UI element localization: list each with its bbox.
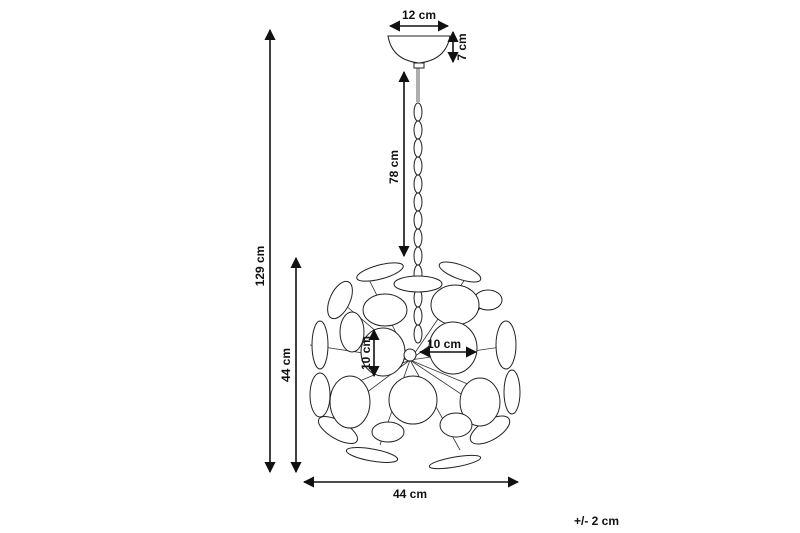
- dim-ball-height: 44 cm: [279, 256, 302, 474]
- ceiling-canopy: [387, 35, 451, 69]
- tolerance-note: +/- 2 cm: [574, 514, 620, 528]
- ball-height-label: 44 cm: [279, 348, 293, 382]
- canopy-width-label: 12 cm: [402, 8, 436, 22]
- dim-canopy-width: 12 cm: [388, 8, 450, 32]
- canopy-height-label: 7 cm: [455, 33, 469, 60]
- total-height-label: 129 cm: [253, 246, 267, 287]
- dim-ball-width: 44 cm: [302, 476, 520, 501]
- dim-total-height: 129 cm: [253, 28, 276, 474]
- disc-width-label: 10 cm: [427, 337, 461, 351]
- disc-height-label: 10 cm: [359, 336, 373, 370]
- ball-width-label: 44 cm: [393, 487, 427, 501]
- dim-disc-height: 10 cm: [359, 328, 380, 378]
- dim-chain-length: 78 cm: [387, 70, 410, 258]
- chain: [413, 68, 423, 344]
- disc-ball-shade: [309, 261, 521, 470]
- dim-disc-width: 10 cm: [418, 337, 478, 358]
- chain-length-label: 78 cm: [387, 150, 401, 184]
- dim-canopy-height: 7 cm: [447, 30, 469, 64]
